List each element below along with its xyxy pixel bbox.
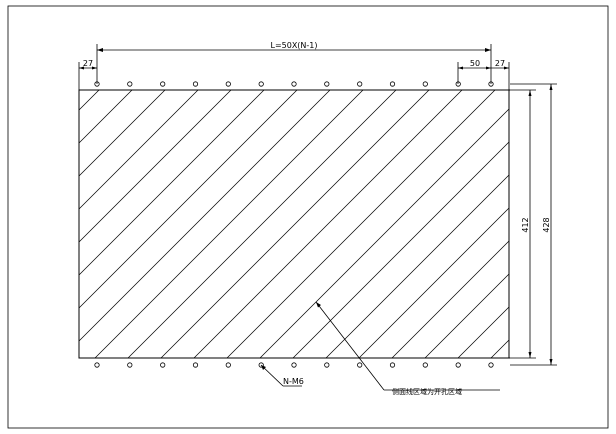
mounting-hole <box>127 81 133 87</box>
right-margin-label: 27 <box>495 59 505 68</box>
hatch-line <box>127 90 397 358</box>
mounting-hole <box>160 362 166 368</box>
total-length-label: L=50X(N-1) <box>270 41 317 50</box>
hole-spec-label: N-M6 <box>283 377 304 386</box>
hole-row-bottom <box>94 362 494 368</box>
mounting-hole <box>291 81 297 87</box>
hatch-line <box>79 90 232 243</box>
hatch-line <box>391 240 509 358</box>
hatch-note-leader: 侧面线区域为开孔区域 <box>315 301 500 396</box>
mounting-hole <box>357 81 363 87</box>
dimension-right-margin: 27 <box>491 59 510 90</box>
mounting-hole <box>389 81 396 87</box>
sheet-border <box>7 5 609 429</box>
hatch-line <box>79 90 265 276</box>
mounting-hole <box>160 81 166 87</box>
hatch-line <box>160 90 430 358</box>
mounting-hole <box>192 81 199 87</box>
outer-height-label: 428 <box>542 217 551 232</box>
mounting-hole <box>488 362 494 368</box>
mounting-hole <box>127 362 133 368</box>
mounting-hole <box>357 362 363 368</box>
hatch-line <box>193 90 463 358</box>
mounting-hole <box>389 362 396 368</box>
dimension-left-margin: 27 <box>78 59 97 90</box>
mounting-hole <box>94 362 100 368</box>
mounting-hole <box>225 81 231 87</box>
mounting-hole <box>422 362 428 368</box>
hatch-line <box>457 306 509 358</box>
inner-height-label: 412 <box>521 217 530 232</box>
hatch-line <box>94 90 364 358</box>
plate-outline <box>78 89 510 359</box>
dimension-outer-height: 428 <box>510 83 557 366</box>
hatch-line <box>79 90 298 309</box>
dimension-inner-height: 412 <box>509 89 536 359</box>
hatch-line <box>79 90 331 342</box>
hatch-line <box>259 108 509 358</box>
hatch-line <box>226 90 496 358</box>
hole-pitch-label: 50 <box>470 59 480 68</box>
mounting-hole <box>225 362 231 368</box>
hatch-line <box>79 90 166 177</box>
mounting-hole <box>324 362 330 368</box>
hatch-line <box>79 90 133 144</box>
left-margin-label: 27 <box>83 59 93 68</box>
hole-row-top <box>94 81 494 87</box>
hatch-line <box>492 90 616 390</box>
mounting-hole <box>192 362 199 368</box>
hatch-line <box>424 273 509 358</box>
mounting-hole <box>455 362 461 368</box>
mounting-hole <box>291 362 297 368</box>
hatch-line <box>358 207 509 358</box>
hatch-line <box>325 174 509 358</box>
mounting-hole <box>422 81 428 87</box>
dimension-total-length: L=50X(N-1) <box>96 41 492 84</box>
mounting-hole <box>258 81 264 87</box>
mounting-hole <box>324 81 330 87</box>
dimension-hole-pitch: 50 <box>457 59 491 84</box>
hole-spec-leader: N-M6 <box>260 364 304 387</box>
hatch-line <box>79 90 199 210</box>
hatch-note-label: 侧面线区域为开孔区域 <box>392 387 462 396</box>
hatch-lines <box>79 90 616 390</box>
hatch-line <box>292 141 509 358</box>
hatch-line <box>79 90 100 111</box>
